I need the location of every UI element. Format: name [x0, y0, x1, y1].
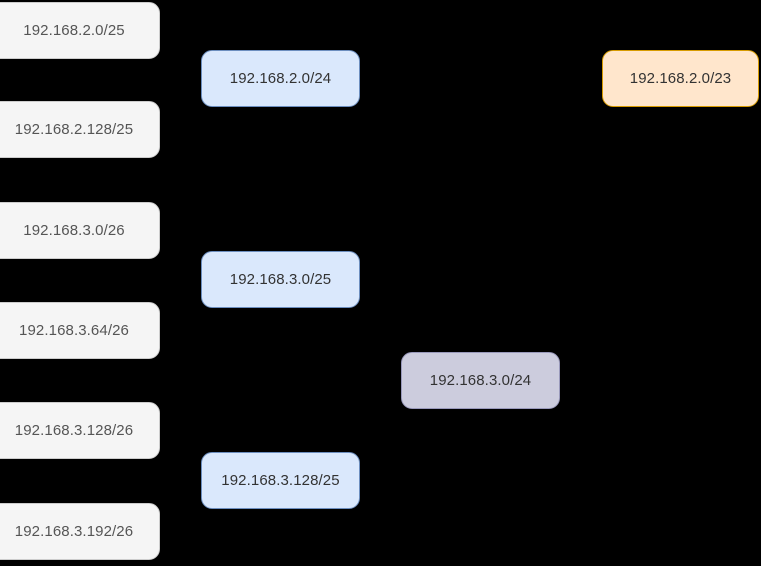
diagram-node-n3[interactable]: 192.168.3.0/26	[0, 202, 160, 259]
diagram-node-n5[interactable]: 192.168.3.128/26	[0, 402, 160, 459]
diagram-node-label: 192.168.2.0/23	[629, 70, 732, 87]
diagram-node-label: 192.168.3.64/26	[19, 322, 129, 339]
diagram-node-label: 192.168.3.0/25	[229, 271, 332, 288]
diagram-node-label: 192.168.2.0/25	[23, 22, 125, 39]
diagram-node-n10[interactable]: 192.168.3.0/24	[401, 352, 560, 409]
diagram-node-label: 192.168.2.0/24	[229, 70, 332, 87]
diagram-node-label: 192.168.3.192/26	[14, 523, 134, 540]
diagram-node-n7[interactable]: 192.168.2.0/24	[201, 50, 360, 107]
diagram-node-label: 192.168.3.0/24	[429, 372, 532, 389]
diagram-node-label: 192.168.3.0/26	[23, 222, 125, 239]
diagram-node-n11[interactable]: 192.168.2.0/23	[602, 50, 759, 107]
diagram-node-label: 192.168.2.128/25	[14, 121, 134, 138]
diagram-node-n9[interactable]: 192.168.3.128/25	[201, 452, 360, 509]
diagram-node-n4[interactable]: 192.168.3.64/26	[0, 302, 160, 359]
diagram-node-label: 192.168.3.128/26	[14, 422, 134, 439]
diagram-node-n1[interactable]: 192.168.2.0/25	[0, 2, 160, 59]
diagram-node-label: 192.168.3.128/25	[221, 472, 340, 489]
diagram-node-n2[interactable]: 192.168.2.128/25	[0, 101, 160, 158]
diagram-node-n6[interactable]: 192.168.3.192/26	[0, 503, 160, 560]
diagram-node-n8[interactable]: 192.168.3.0/25	[201, 251, 360, 308]
